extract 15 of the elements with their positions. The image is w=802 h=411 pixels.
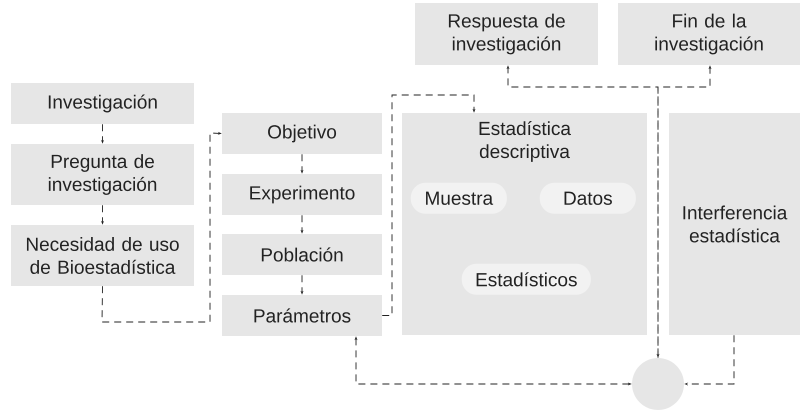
process-box: Necesidad de uso de Bioestadística: [11, 225, 194, 286]
process-box: Investigación: [11, 83, 194, 124]
process-box: Objetivo: [222, 113, 382, 154]
process-box: Parámetros: [222, 295, 382, 336]
pill-label: Estadísticos: [462, 264, 591, 295]
process-box: Pregunta de investigación: [11, 144, 194, 205]
process-box: Respuesta de investigación: [415, 3, 598, 65]
process-box: Fin de la investigación: [618, 3, 800, 65]
process-box: Interferencia estadística: [669, 113, 800, 335]
pill-label: Muestra: [410, 182, 507, 214]
circle: [632, 358, 684, 410]
process-box: Población: [222, 234, 382, 275]
process-box: Experimento: [222, 174, 382, 215]
pill-label: Datos: [540, 182, 636, 214]
arrow: [382, 94, 476, 316]
